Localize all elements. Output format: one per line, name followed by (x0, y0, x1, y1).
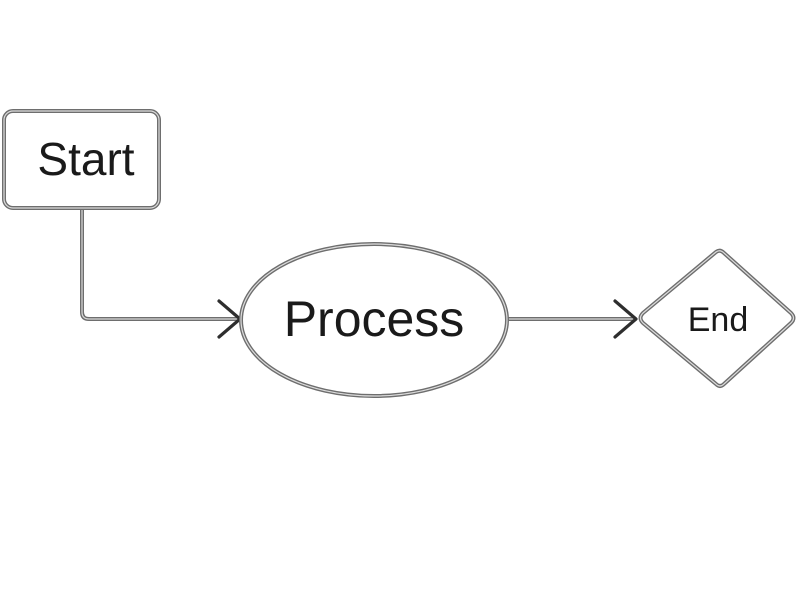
end-node-label: End (688, 301, 749, 339)
end-node[interactable]: End (638, 248, 796, 388)
process-node[interactable]: Process (239, 242, 509, 398)
start-node-label: Start (37, 133, 134, 185)
connector-process-to-end (506, 299, 638, 339)
arrowhead-process-to-end (613, 299, 638, 339)
connector-start-to-process (80, 206, 242, 339)
start-node[interactable]: Start (2, 109, 161, 210)
process-node-label: Process (284, 291, 465, 347)
